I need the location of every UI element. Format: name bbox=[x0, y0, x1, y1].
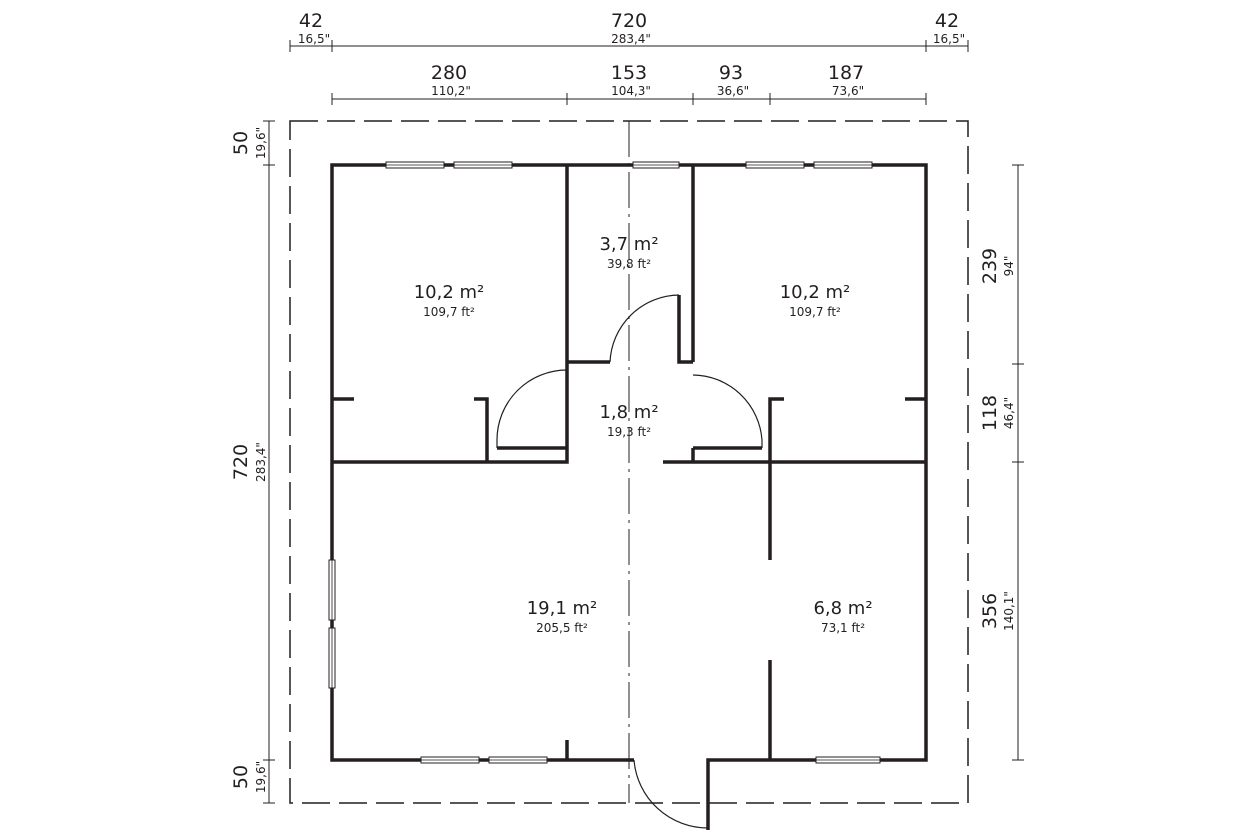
dimension-label-inch: 283,4" bbox=[254, 442, 268, 482]
dimension-label-cm: 720 bbox=[611, 10, 647, 32]
dimension-label-inch: 36,6" bbox=[717, 84, 749, 98]
dimension-label-inch: 19,6" bbox=[254, 127, 268, 159]
room-area-ft2: 205,5 ft² bbox=[536, 621, 588, 635]
room-area-ft2: 39,8 ft² bbox=[607, 257, 651, 271]
dimension-label-inch: 46,4" bbox=[1002, 397, 1016, 429]
interior-wall-bath-door-jamb bbox=[677, 295, 693, 364]
window-top-4 bbox=[745, 161, 805, 169]
dimension-label-cm: 153 bbox=[611, 62, 647, 84]
window-bottom-2 bbox=[488, 756, 548, 764]
dimension-label-cm: 42 bbox=[935, 10, 959, 32]
dimension-label-cm: 93 bbox=[719, 62, 743, 84]
door-swing-bedroom2 bbox=[692, 374, 763, 448]
dimension-left: 50 19,6" 720 283,4" 50 19,6" bbox=[230, 120, 275, 804]
dimension-label-cm: 50 bbox=[230, 131, 252, 155]
window-top-3 bbox=[632, 161, 680, 169]
dimension-label-cm: 239 bbox=[979, 248, 1001, 284]
dimension-label-cm: 280 bbox=[431, 62, 467, 84]
window-bottom-3 bbox=[815, 756, 881, 764]
window-bottom-1 bbox=[420, 756, 480, 764]
room-area-ft2: 73,1 ft² bbox=[821, 621, 865, 635]
room-area-m2: 3,7 m² bbox=[599, 234, 658, 255]
room-area-m2: 10,2 m² bbox=[414, 282, 485, 303]
window-left-1 bbox=[328, 559, 336, 621]
window-left-2 bbox=[328, 627, 336, 689]
walls bbox=[330, 163, 928, 830]
dimension-top-overall: 42 16,5" 720 283,4" 42 16,5" bbox=[289, 10, 969, 52]
room-labels: 10,2 m² 109,7 ft² 3,7 m² 39,8 ft² 10,2 m… bbox=[414, 234, 873, 635]
door-swing-bedroom1 bbox=[496, 369, 568, 448]
dimension-label-cm: 42 bbox=[299, 10, 323, 32]
dimension-label-inch: 73,6" bbox=[832, 84, 864, 98]
dimension-label-inch: 104,3" bbox=[611, 84, 651, 98]
dimension-top-rooms: 280 110,2" 153 104,3" 93 36,6" 187 73,6" bbox=[331, 62, 927, 105]
room-area-ft2: 109,7 ft² bbox=[789, 305, 841, 319]
door-swing-entry bbox=[633, 759, 709, 829]
dimension-label-inch: 16,5" bbox=[298, 32, 330, 46]
dimension-label-inch: 94" bbox=[1002, 256, 1016, 277]
room-area-ft2: 109,7 ft² bbox=[423, 305, 475, 319]
room-area-m2: 6,8 m² bbox=[813, 598, 872, 619]
room-area-m2: 10,2 m² bbox=[780, 282, 851, 303]
room-area-ft2: 19,3 ft² bbox=[607, 425, 651, 439]
dimension-label-inch: 19,6" bbox=[254, 761, 268, 793]
dimension-label-inch: 110,2" bbox=[431, 84, 471, 98]
dimension-label-cm: 187 bbox=[828, 62, 864, 84]
dimension-label-inch: 16,5" bbox=[933, 32, 965, 46]
window-top-5 bbox=[813, 161, 873, 169]
windows bbox=[328, 161, 881, 764]
window-top-1 bbox=[385, 161, 445, 169]
window-top-2 bbox=[453, 161, 513, 169]
dimension-right: 239 94" 118 46,4" 356 140,1" bbox=[979, 164, 1024, 761]
dimension-label-inch: 283,4" bbox=[611, 32, 651, 46]
dimension-label-inch: 140,1" bbox=[1002, 591, 1016, 631]
room-area-m2: 19,1 m² bbox=[527, 598, 598, 619]
interior-wall-bedroom1-corner bbox=[332, 362, 569, 464]
dimension-label-cm: 118 bbox=[979, 395, 1001, 431]
interior-wall-bedroom2-door-jamb bbox=[768, 397, 784, 560]
dimension-label-cm: 50 bbox=[230, 765, 252, 789]
dimension-label-cm: 720 bbox=[230, 444, 252, 480]
door-swings bbox=[496, 294, 763, 829]
dimension-label-cm: 356 bbox=[979, 593, 1001, 629]
interior-wall-bedroom1-door-jamb bbox=[474, 397, 489, 462]
room-area-m2: 1,8 m² bbox=[599, 402, 658, 423]
exterior-wall bbox=[330, 163, 928, 830]
door-swing-bath bbox=[609, 294, 680, 363]
